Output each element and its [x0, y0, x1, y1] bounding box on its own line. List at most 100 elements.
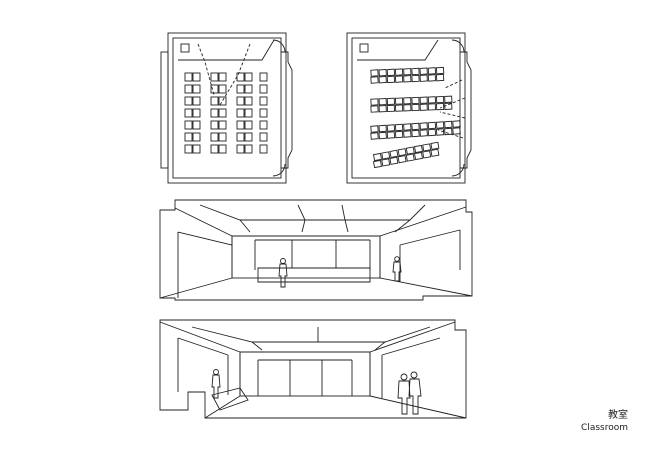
plan1-right-bay: [281, 51, 293, 169]
desk: [373, 159, 382, 169]
desk: [419, 129, 428, 137]
desk: [218, 108, 227, 118]
view2-side-walls: [177, 337, 441, 398]
desk: [210, 84, 219, 94]
desk: [244, 96, 253, 106]
desk: [210, 120, 219, 130]
floor-plan-grid-layout: [160, 32, 293, 184]
desk: [184, 84, 193, 94]
drawing-caption: 教室 Classroom: [581, 409, 628, 435]
floor-plan-group-layout: [346, 32, 472, 184]
desk: [397, 148, 407, 157]
desk: [452, 127, 461, 135]
view2-ceiling-panels: [191, 326, 431, 351]
desk: [394, 104, 404, 112]
desk: [236, 120, 245, 130]
plan1-inner-wall: [172, 37, 282, 179]
desk: [403, 97, 412, 105]
desk: [218, 120, 227, 130]
desk: [244, 84, 253, 94]
desk: [427, 74, 437, 82]
desk: [386, 131, 396, 139]
desk: [370, 105, 379, 113]
view2-person-left: [211, 369, 221, 399]
desk: [236, 72, 245, 82]
desk: [370, 69, 379, 77]
desk: [259, 84, 268, 94]
plan2-door-swing-top: [451, 39, 465, 53]
plan2-front-line: [357, 39, 439, 61]
desk: [192, 96, 201, 106]
desk: [259, 132, 268, 142]
desk: [430, 141, 440, 150]
desk: [218, 84, 227, 94]
plan2-outer-wall: [346, 32, 466, 184]
caption-english: Classroom: [581, 423, 628, 433]
desk: [210, 144, 219, 154]
desk: [405, 153, 415, 162]
desk: [427, 67, 437, 75]
plan1-front-line: [178, 39, 275, 61]
desk: [414, 151, 423, 161]
desk: [236, 84, 245, 94]
plan1-door-swing-top: [272, 39, 286, 53]
desk: [403, 75, 412, 83]
desk: [403, 130, 412, 138]
desk: [218, 144, 227, 154]
desk: [435, 73, 445, 82]
desk: [435, 66, 445, 75]
desk: [218, 132, 227, 142]
desk: [192, 108, 201, 118]
view2-desk: [211, 387, 249, 411]
view1-ceiling-panels: [199, 204, 426, 233]
desk: [414, 144, 423, 154]
desk: [386, 68, 396, 77]
desk: [394, 130, 404, 139]
desk: [378, 75, 387, 84]
plan1-sightline: [197, 43, 251, 106]
view2-back-windows: [257, 359, 353, 396]
desk: [394, 75, 404, 83]
desk: [386, 75, 396, 84]
desk: [405, 146, 415, 155]
desk: [370, 98, 379, 106]
desk: [259, 144, 268, 154]
caption-chinese: 教室: [608, 410, 628, 421]
desk: [210, 108, 219, 118]
desk: [430, 148, 440, 157]
desk: [427, 121, 437, 130]
desk: [192, 84, 201, 94]
desk: [210, 132, 219, 142]
desk: [435, 128, 445, 136]
desk: [259, 72, 268, 82]
desk: [192, 72, 201, 82]
desk: [419, 103, 428, 111]
desk: [210, 72, 219, 82]
desk: [386, 124, 396, 132]
view1-side-boards: [177, 229, 461, 298]
desk: [427, 103, 437, 111]
desk: [422, 143, 432, 152]
view2-floor-edges: [204, 352, 467, 419]
desk: [435, 121, 445, 129]
desk: [422, 150, 432, 159]
desk: [411, 74, 420, 83]
view2-ceiling-edges: [159, 321, 456, 353]
desk: [444, 102, 453, 110]
desk: [184, 108, 193, 118]
view2-back-wall: [239, 351, 371, 397]
plan1-door-swing-bottom: [272, 163, 286, 177]
desk: [394, 68, 404, 76]
desk: [394, 123, 404, 132]
desk: [184, 144, 193, 154]
desk: [419, 67, 428, 75]
desk: [378, 68, 387, 77]
desk: [411, 129, 420, 138]
desk: [411, 96, 420, 105]
desk: [184, 132, 193, 142]
view1-back-wall: [231, 235, 381, 279]
view1-floor-edges: [159, 236, 473, 299]
desk: [259, 96, 268, 106]
desk: [378, 124, 387, 133]
